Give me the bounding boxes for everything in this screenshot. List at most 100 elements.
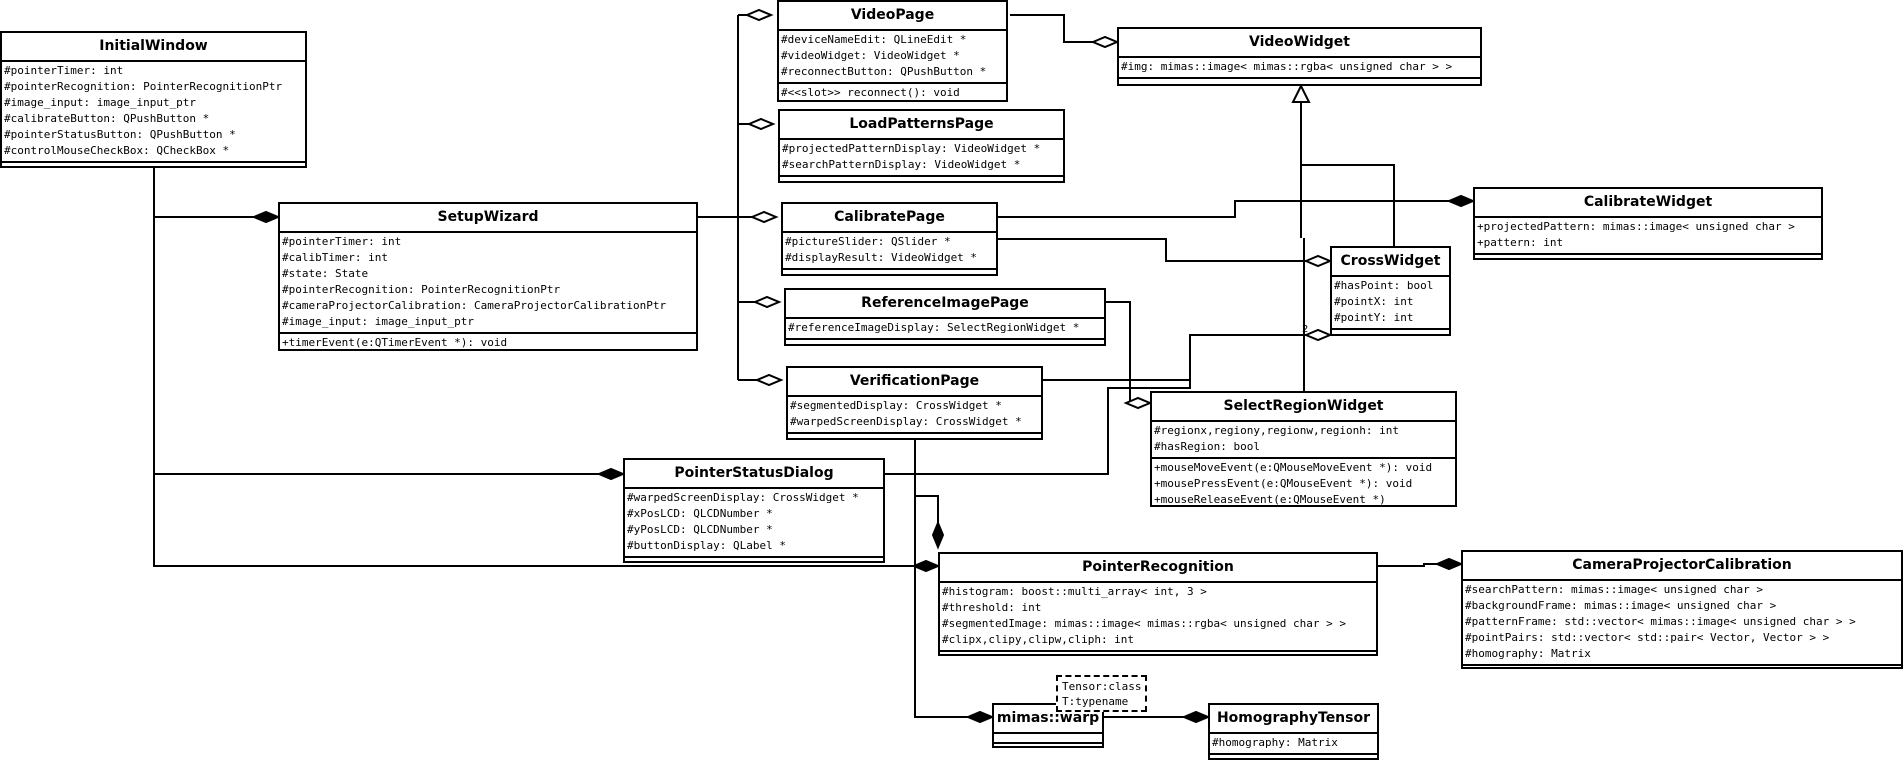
class-pointerstatusdialog: PointerStatusDialog #warpedScreenDisplay… bbox=[623, 458, 885, 563]
class-verificationpage: VerificationPage #segmentedDisplay: Cros… bbox=[786, 366, 1043, 440]
operations: +timerEvent(e:QTimerEvent *): void bbox=[280, 334, 696, 353]
operations bbox=[783, 270, 996, 278]
attribute: #hasRegion: bool bbox=[1154, 440, 1260, 453]
operations bbox=[625, 558, 883, 566]
line-crosswidget-generalization bbox=[1301, 164, 1395, 246]
line-calibratepage-crosswidget bbox=[997, 238, 1306, 262]
class-videopage: VideoPage #deviceNameEdit: QLineEdit * #… bbox=[777, 0, 1008, 102]
line-initialwindow-setupwizard bbox=[153, 168, 254, 218]
aggregation-diamond-referenceimagepage bbox=[752, 295, 782, 309]
attribute: #searchPatternDisplay: VideoWidget * bbox=[782, 158, 1021, 171]
class-name: VideoWidget bbox=[1119, 29, 1480, 58]
composition-diamond-calibratewidget bbox=[1446, 194, 1476, 208]
attribute: #threshold: int bbox=[942, 601, 1042, 614]
class-name: SetupWizard bbox=[280, 204, 696, 233]
operations bbox=[1475, 255, 1821, 263]
composition-diamond-warp bbox=[965, 710, 995, 724]
class-crosswidget: CrossWidget #hasPoint: bool #pointX: int… bbox=[1330, 246, 1451, 336]
operations bbox=[2, 163, 305, 171]
attribute: #homography: Matrix bbox=[1465, 647, 1591, 660]
attribute: #state: State bbox=[282, 267, 369, 280]
operations bbox=[1463, 666, 1901, 674]
class-calibratewidget: CalibrateWidget +projectedPattern: mimas… bbox=[1473, 187, 1823, 260]
template-parameters: Tensor:class T:typename bbox=[1056, 675, 1147, 712]
class-name: LoadPatternsPage bbox=[780, 111, 1063, 140]
class-referenceimagepage: ReferenceImagePage #referenceImageDispla… bbox=[784, 288, 1106, 346]
class-initialwindow: InitialWindow #pointerTimer: int #pointe… bbox=[0, 31, 307, 168]
attribute: #pointPairs: std::vector< std::pair< Vec… bbox=[1465, 631, 1830, 644]
line-videopage-videowidget bbox=[1010, 14, 1093, 43]
class-name: HomographyTensor bbox=[1210, 705, 1377, 734]
aggregation-diamond-videowidget bbox=[1090, 35, 1120, 49]
attribute: #clipx,clipy,clipw,cliph: int bbox=[942, 633, 1135, 646]
class-name: InitialWindow bbox=[2, 33, 305, 62]
operations bbox=[940, 652, 1376, 660]
attribute: #displayResult: VideoWidget * bbox=[785, 251, 978, 264]
attributes: #hasPoint: bool #pointX: int #pointY: in… bbox=[1332, 277, 1449, 330]
class-videowidget: VideoWidget #img: mimas::image< mimas::r… bbox=[1117, 27, 1482, 86]
attribute: #warpedScreenDisplay: CrossWidget * bbox=[790, 415, 1022, 428]
attribute: #buttonDisplay: QLabel * bbox=[627, 539, 786, 552]
class-name: VideoPage bbox=[779, 2, 1006, 31]
attribute: #calibTimer: int bbox=[282, 251, 388, 264]
attribute: +projectedPattern: mimas::image< unsigne… bbox=[1477, 220, 1795, 233]
composition-diamond-pointerstatusdialog bbox=[596, 467, 626, 481]
attribute: +pattern: int bbox=[1477, 236, 1564, 249]
line-pointerrecognition-warp bbox=[914, 496, 968, 718]
attributes: #warpedScreenDisplay: CrossWidget * #xPo… bbox=[625, 489, 883, 558]
attributes: #pointerTimer: int #calibTimer: int #sta… bbox=[280, 233, 696, 334]
attributes: #homography: Matrix bbox=[1210, 734, 1377, 755]
operation: +timerEvent(e:QTimerEvent *): void bbox=[282, 336, 508, 349]
class-mimas-warp: mimas::warp bbox=[992, 703, 1104, 748]
attributes: +projectedPattern: mimas::image< unsigne… bbox=[1475, 218, 1821, 255]
class-name: PointerStatusDialog bbox=[625, 460, 883, 489]
composition-diamond-pointerrecognition-top bbox=[931, 520, 945, 550]
class-name: SelectRegionWidget bbox=[1152, 393, 1455, 422]
template-param: T:typename bbox=[1062, 695, 1129, 708]
aggregation-diamond-calibratepage bbox=[749, 210, 779, 224]
composition-diamond-camproj bbox=[1434, 557, 1464, 571]
attribute: #segmentedImage: mimas::image< mimas::rg… bbox=[942, 617, 1346, 630]
class-name: PointerRecognition bbox=[940, 554, 1376, 583]
attribute: #pointerRecognition: PointerRecognitionP… bbox=[4, 80, 283, 93]
class-setupwizard: SetupWizard #pointerTimer: int #calibTim… bbox=[278, 202, 698, 351]
class-pointerrecognition: PointerRecognition #histogram: boost::mu… bbox=[938, 552, 1378, 656]
attribute: #pointerTimer: int bbox=[4, 64, 124, 77]
aggregation-diamond-verificationpage bbox=[754, 373, 784, 387]
operation: +mouseMoveEvent(e:QMouseMoveEvent *): vo… bbox=[1154, 461, 1433, 474]
operations bbox=[788, 434, 1041, 442]
composition-diamond-pointerrecognition-left bbox=[911, 559, 941, 573]
class-selectregionwidget: SelectRegionWidget #regionx,regiony,regi… bbox=[1150, 391, 1457, 507]
class-cameraprojectorcalibration: CameraProjectorCalibration #searchPatter… bbox=[1461, 550, 1903, 669]
class-name: ReferenceImagePage bbox=[786, 290, 1104, 319]
multiplicity-label: 2 bbox=[1302, 324, 1308, 335]
attribute: #pictureSlider: QSlider * bbox=[785, 235, 951, 248]
attribute: #warpedScreenDisplay: CrossWidget * bbox=[627, 491, 859, 504]
attribute: #searchPattern: mimas::image< unsigned c… bbox=[1465, 583, 1764, 596]
attribute: #histogram: boost::multi_array< int, 3 > bbox=[942, 585, 1207, 598]
attribute: #referenceImageDisplay: SelectRegionWidg… bbox=[788, 321, 1080, 334]
line-pointerrecognition-camproj bbox=[1378, 563, 1437, 567]
composition-diamond-setupwizard bbox=[251, 210, 281, 224]
attribute: #pointX: int bbox=[1334, 295, 1414, 308]
operations bbox=[786, 340, 1104, 348]
attributes: #histogram: boost::multi_array< int, 3 >… bbox=[940, 583, 1376, 652]
class-calibratepage: CalibratePage #pictureSlider: QSlider * … bbox=[781, 202, 998, 276]
attribute: #pointY: int bbox=[1334, 311, 1414, 324]
attributes: #projectedPatternDisplay: VideoWidget * … bbox=[780, 140, 1063, 177]
attribute: #patternFrame: std::vector< mimas::image… bbox=[1465, 615, 1856, 628]
line-pointerstatus-crosswidget bbox=[885, 335, 1191, 475]
attribute: #projectedPatternDisplay: VideoWidget * bbox=[782, 142, 1041, 155]
attribute: #backgroundFrame: mimas::image< unsigned… bbox=[1465, 599, 1777, 612]
operation: +mouseReleaseEvent(e:QMouseEvent *) bbox=[1154, 493, 1386, 506]
line-verification-pointerrecognition bbox=[914, 440, 939, 535]
aggregation-diamond-crosswidget-top bbox=[1303, 254, 1333, 268]
attributes: #searchPattern: mimas::image< unsigned c… bbox=[1463, 581, 1901, 666]
composition-diamond-homography bbox=[1181, 710, 1211, 724]
template-param: Tensor:class bbox=[1062, 680, 1141, 693]
operations bbox=[1210, 755, 1377, 763]
class-name: VerificationPage bbox=[788, 368, 1041, 397]
attributes: #deviceNameEdit: QLineEdit * #videoWidge… bbox=[779, 31, 1006, 84]
attribute: #homography: Matrix bbox=[1212, 736, 1338, 749]
